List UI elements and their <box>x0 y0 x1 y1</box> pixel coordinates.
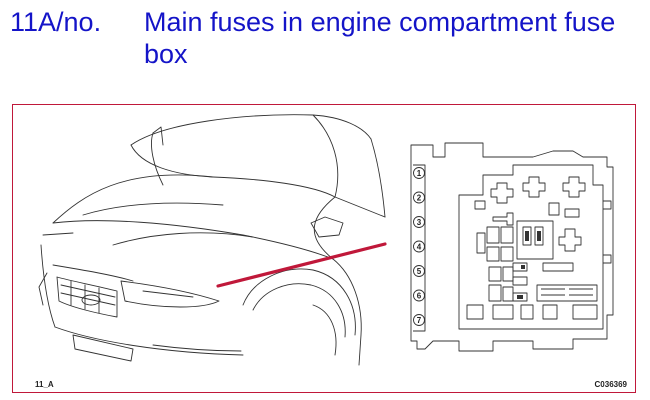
fuse-number-marker <box>413 289 425 302</box>
diagram-frame: 1 2 3 4 5 6 7 11_A C036369 <box>12 104 636 393</box>
fuse-number-marker <box>413 265 425 277</box>
fuse-number-marker <box>413 167 425 179</box>
corner-label-right: C036369 <box>595 380 628 389</box>
car-illustration <box>38 114 386 366</box>
fuse-box <box>410 142 614 352</box>
section-title: Main fuses in engine compartment fuse bo… <box>144 7 616 69</box>
fuse-number-group: 1 2 3 4 5 6 7 <box>413 167 425 326</box>
fuse-number-marker <box>413 314 425 326</box>
corner-label-left: 11_A <box>35 380 54 389</box>
fuse-number-label: 3 <box>417 218 422 227</box>
fuse-number-label: 4 <box>417 243 422 252</box>
fuse-number-label: 1 <box>417 169 422 178</box>
diagram-svg: 1 2 3 4 5 6 7 11_A C036369 <box>35 114 628 389</box>
fuse-number-label: 7 <box>417 316 422 325</box>
pointer-line <box>216 242 387 288</box>
fuse-number-marker <box>413 216 425 228</box>
fuse-number-marker <box>413 240 425 253</box>
fuse-box-details <box>517 231 541 299</box>
section-code: 11A/no. <box>10 7 102 37</box>
fuse-number-marker <box>413 191 425 204</box>
fuse-number-label: 5 <box>417 267 422 276</box>
fuse-number-label: 6 <box>417 292 422 301</box>
fuse-number-label: 2 <box>417 194 422 203</box>
